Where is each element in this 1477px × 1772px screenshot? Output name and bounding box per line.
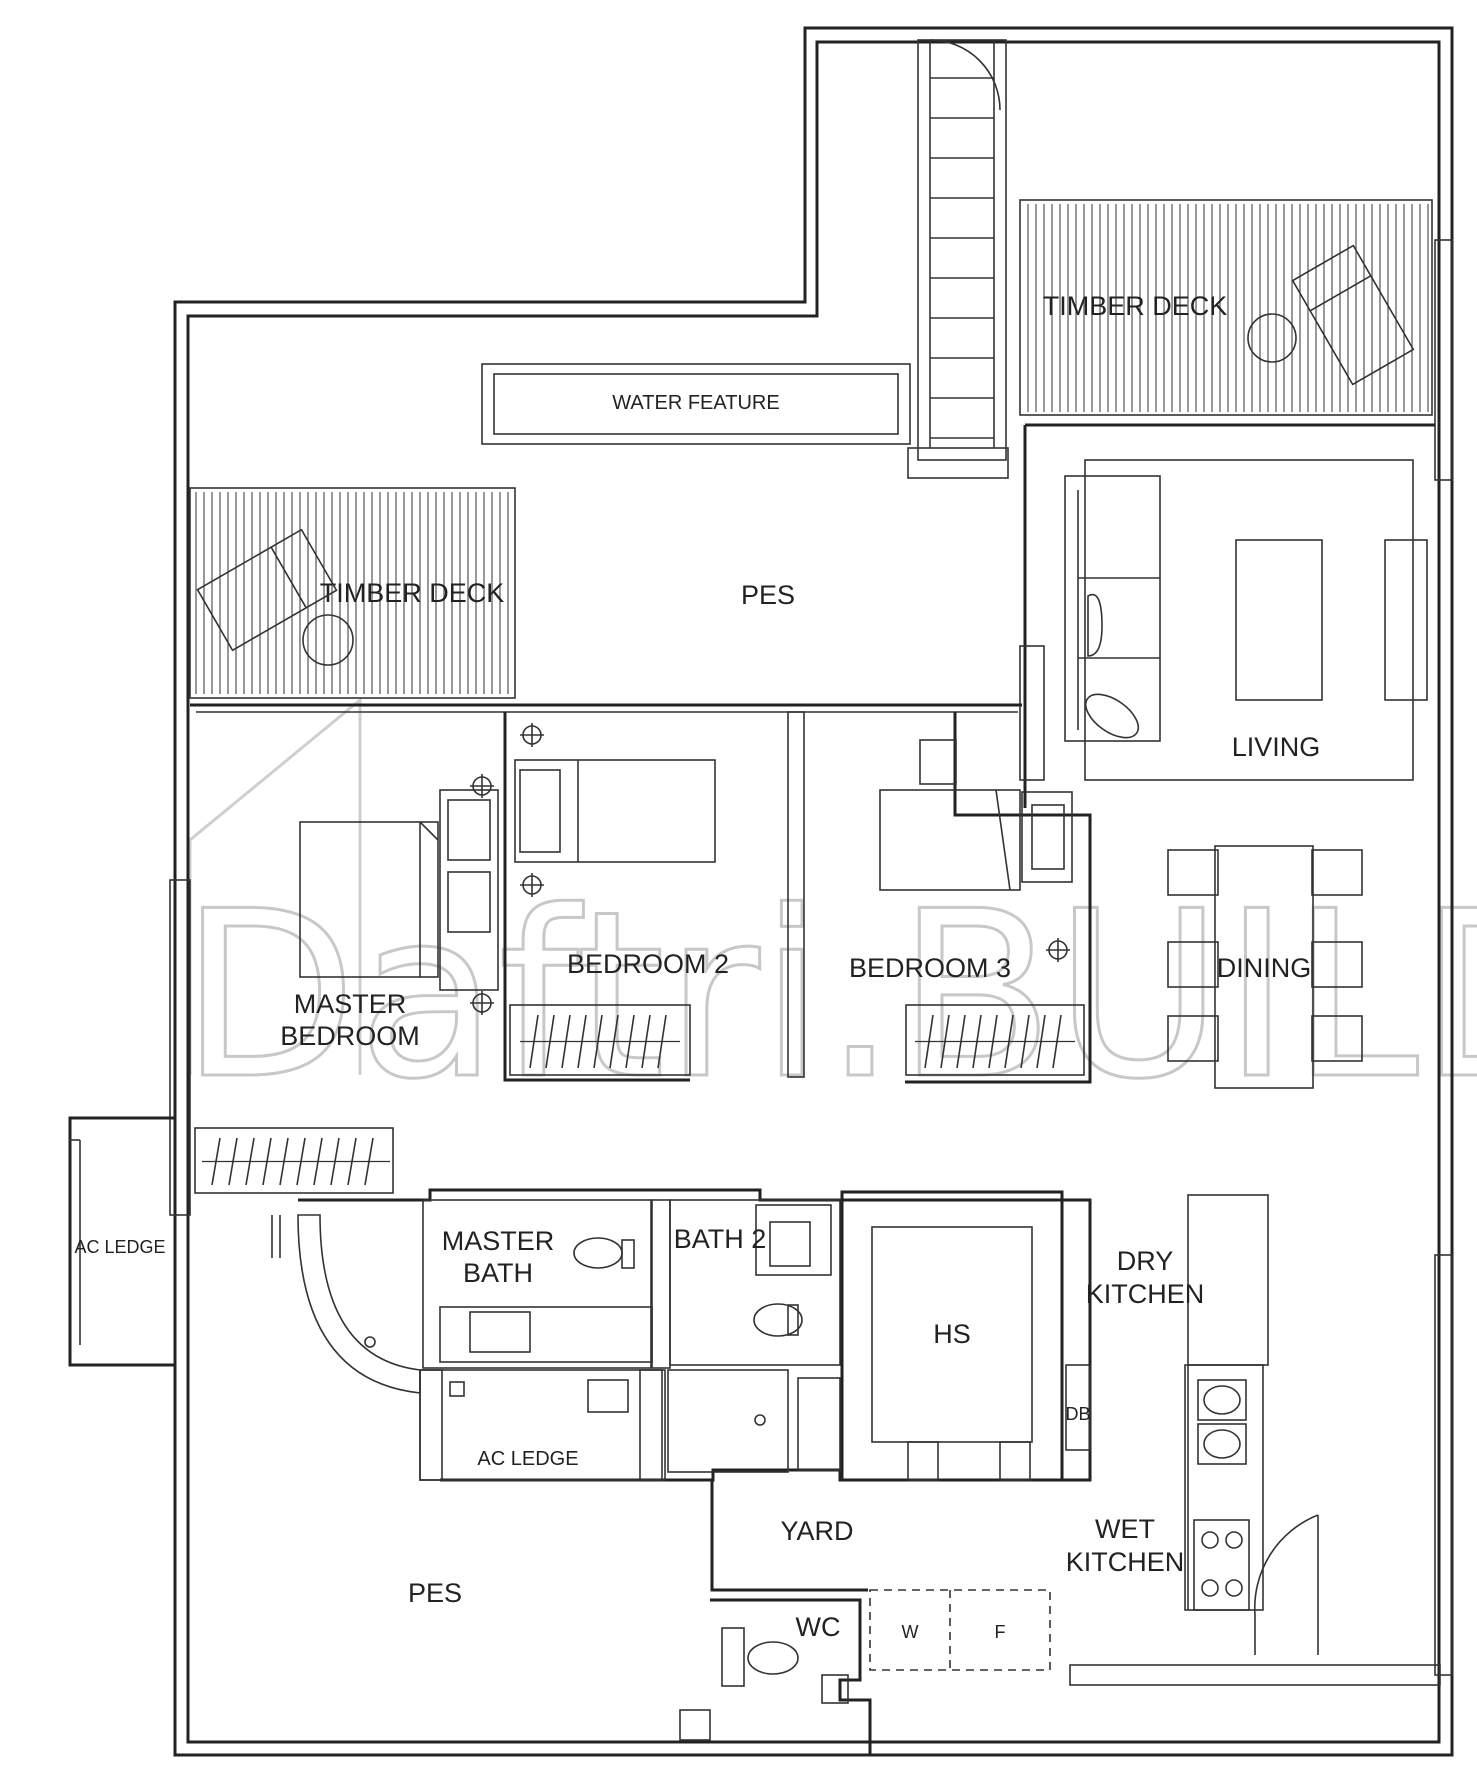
household-shelter: HS xyxy=(840,1190,1064,1482)
dining-area: DINING xyxy=(1167,845,1363,1089)
fridge-label: F xyxy=(995,1622,1006,1642)
master-bath-label-line1: MASTER xyxy=(442,1226,555,1256)
dry-kitchen: DRY KITCHEN xyxy=(1086,1194,1269,1611)
ac-ledge-bottom: AC LEDGE xyxy=(419,1369,841,1481)
ac-ledge-left: AC LEDGE xyxy=(68,879,191,1367)
staircase xyxy=(907,39,1009,479)
living-label: LIVING xyxy=(1232,732,1321,762)
wc: WC xyxy=(679,1598,872,1755)
living-area: LIVING xyxy=(1019,423,1435,808)
master-bedroom: MASTER BEDROOM xyxy=(280,774,499,1051)
bedroom-3: BEDROOM 3 xyxy=(849,712,1092,1084)
water-feature-label: WATER FEATURE xyxy=(612,392,779,414)
dry-kitchen-label-line1: DRY xyxy=(1117,1246,1174,1276)
ac-ledge-bottom-label: AC LEDGE xyxy=(477,1448,578,1470)
watermark-text: Daftri.BUILD xyxy=(180,863,1477,1130)
washer-fridge: W F xyxy=(869,1589,1051,1671)
water-feature: WATER FEATURE xyxy=(481,363,911,445)
wet-kitchen-label-line2: KITCHEN xyxy=(1066,1547,1185,1577)
pes-bottom-label: PES xyxy=(408,1578,462,1608)
wet-kitchen-label-line1: WET xyxy=(1095,1514,1155,1544)
timber-deck-left: TIMBER DECK xyxy=(189,487,516,699)
yard-label: YARD xyxy=(780,1516,853,1546)
db-box xyxy=(1065,1364,1091,1451)
pes-top-label: PES xyxy=(741,580,795,610)
wc-label: WC xyxy=(796,1612,841,1642)
master-bedroom-label-line1: MASTER xyxy=(294,989,407,1019)
master-bath-label-line2: BATH xyxy=(463,1258,533,1288)
outer-walls xyxy=(173,26,1454,1757)
bath-2-label: BATH 2 xyxy=(674,1224,767,1254)
timber-deck-top-label: TIMBER DECK xyxy=(1043,291,1228,321)
bedroom-2: BEDROOM 2 xyxy=(503,712,729,1082)
db-label: DB xyxy=(1065,1404,1090,1424)
timber-deck-left-label: TIMBER DECK xyxy=(320,578,505,608)
hs-label: HS xyxy=(933,1319,971,1349)
timber-deck-top: TIMBER DECK xyxy=(1019,199,1433,416)
dry-kitchen-label-line2: KITCHEN xyxy=(1086,1279,1205,1309)
entry-door xyxy=(1253,1514,1319,1655)
dining-label: DINING xyxy=(1217,953,1312,983)
washer-label: W xyxy=(902,1622,919,1642)
ac-ledge-left-label: AC LEDGE xyxy=(74,1237,165,1257)
master-bath: MASTER BATH xyxy=(271,1199,671,1394)
bedroom-3-label: BEDROOM 3 xyxy=(849,953,1011,983)
master-bedroom-label-line2: BEDROOM xyxy=(280,1021,420,1051)
bedroom-2-label: BEDROOM 2 xyxy=(567,949,729,979)
bath-2: BATH 2 xyxy=(669,1199,841,1366)
